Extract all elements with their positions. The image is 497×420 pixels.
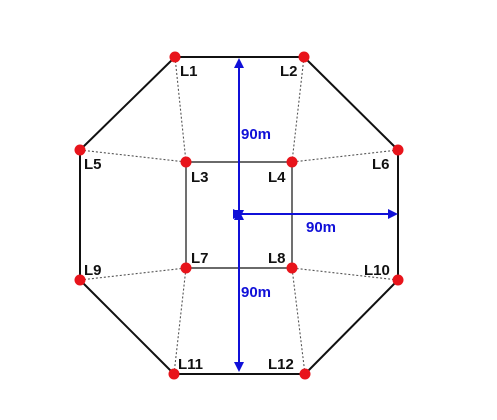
edge-l2-l6 — [303, 56, 399, 151]
node-label-l10: L10 — [364, 262, 390, 279]
node-l7 — [180, 262, 192, 274]
node-label-l9: L9 — [84, 262, 102, 279]
link-l2-l4 — [291, 56, 305, 163]
link-l5-l3 — [79, 149, 187, 163]
node-label-l5: L5 — [84, 156, 102, 173]
octagon-outline — [79, 56, 399, 375]
node-l2 — [298, 51, 310, 63]
link-l1-l3 — [174, 56, 187, 163]
node-l6 — [392, 144, 404, 156]
node-label-l1: L1 — [180, 63, 198, 80]
node-l12 — [299, 368, 311, 380]
link-l10-l8 — [291, 267, 399, 281]
dim-label-right: 90m — [306, 219, 336, 236]
node-label-l12: L12 — [268, 356, 294, 373]
dotted-links — [79, 56, 399, 375]
node-l8 — [286, 262, 298, 274]
node-label-l8: L8 — [268, 250, 286, 267]
link-l11-l7 — [173, 267, 187, 375]
link-l9-l7 — [79, 267, 187, 281]
node-label-l11: L11 — [178, 356, 203, 373]
node-l9 — [74, 274, 86, 286]
link-l6-l4 — [291, 149, 399, 163]
dim-label-bottom: 90m — [241, 284, 271, 301]
link-l12-l8 — [291, 267, 306, 375]
dim-label-top: 90m — [241, 126, 271, 143]
node-label-l2: L2 — [280, 63, 298, 80]
node-label-l4: L4 — [268, 169, 286, 186]
node-l11 — [168, 368, 180, 380]
node-label-l6: L6 — [372, 156, 390, 173]
node-label-l3: L3 — [191, 169, 209, 186]
dimension-arrows — [233, 58, 398, 372]
node-l1 — [169, 51, 181, 63]
edge-l10-l12 — [304, 279, 399, 375]
edge-l11-l9 — [79, 279, 175, 375]
node-l10 — [392, 274, 404, 286]
edge-l5-l1 — [79, 56, 176, 151]
node-l3 — [180, 156, 192, 168]
node-label-l7: L7 — [191, 250, 209, 267]
node-l5 — [74, 144, 86, 156]
nodes — [74, 51, 404, 380]
node-l4 — [286, 156, 298, 168]
